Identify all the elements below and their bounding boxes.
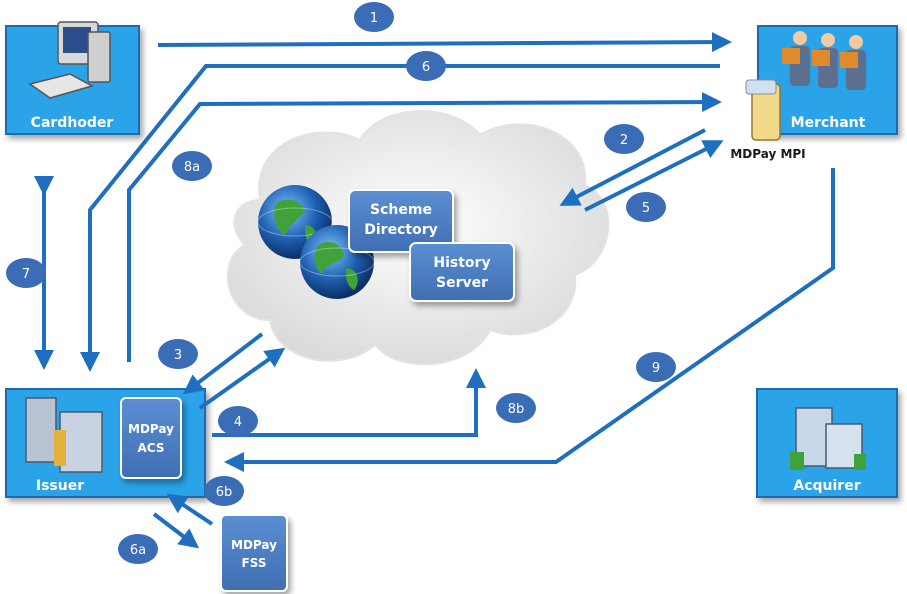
mdpay-fss-label-1: MDPay bbox=[231, 538, 277, 552]
step-label: 8a bbox=[184, 160, 200, 175]
arrow-step-3-return bbox=[198, 347, 286, 410]
step-badge: 8a bbox=[172, 151, 212, 181]
mdpay-fss-label-2: FSS bbox=[242, 556, 267, 570]
step-badges: 1 6 2 5 8a 7 3 4 8b 9 6b 6a bbox=[6, 2, 676, 564]
step-badge: 4 bbox=[218, 406, 258, 436]
arrow-step-8a bbox=[127, 92, 722, 362]
issuer-label: Issuer bbox=[36, 478, 84, 494]
step-badge: 7 bbox=[6, 258, 46, 288]
step-label: 3 bbox=[174, 348, 182, 363]
step-label: 8b bbox=[508, 402, 525, 417]
arrow-step-5 bbox=[584, 140, 724, 212]
mdpay-acs-label-2: ACS bbox=[138, 441, 165, 455]
step-label: 6a bbox=[130, 543, 146, 558]
step-badge: 2 bbox=[604, 124, 644, 154]
computer-icon bbox=[28, 21, 111, 99]
acquirer-label: Acquirer bbox=[793, 478, 860, 494]
step-label: 9 bbox=[652, 361, 660, 376]
step-label: 4 bbox=[234, 415, 242, 430]
mdpay-acs-label-1: MDPay bbox=[128, 422, 174, 436]
step-badge: 8b bbox=[496, 393, 536, 423]
mdpay-fss-box bbox=[220, 514, 288, 592]
history-server-label-1: History bbox=[433, 255, 490, 271]
history-server-label-2: Server bbox=[436, 275, 488, 291]
merchant-label: Merchant bbox=[791, 115, 866, 131]
history-server-box bbox=[409, 242, 515, 302]
step-badge: 6a bbox=[118, 534, 158, 564]
step-badge: 6 bbox=[406, 51, 446, 81]
arrow-step-2 bbox=[559, 128, 706, 206]
step-label: 1 bbox=[370, 11, 378, 26]
arrow-step-6a bbox=[152, 512, 200, 549]
step-label: 7 bbox=[22, 267, 30, 282]
arrow-step-4-8b bbox=[212, 368, 486, 437]
arrow-step-3 bbox=[182, 332, 264, 395]
bank-building-icon bbox=[25, 397, 103, 473]
arrow-step-9 bbox=[224, 168, 835, 472]
mpi-label: MDPay MPI bbox=[730, 147, 805, 161]
step-badge: 6b bbox=[204, 476, 244, 506]
step-badge: 1 bbox=[354, 2, 394, 32]
arrow-step-1 bbox=[157, 32, 732, 53]
scheme-directory-box bbox=[348, 189, 454, 253]
people-icon bbox=[782, 31, 866, 90]
scheme-directory-label-2: Directory bbox=[364, 222, 437, 238]
step-badge: 3 bbox=[158, 339, 198, 369]
step-label: 6 bbox=[422, 60, 430, 75]
arrow-step-6 bbox=[80, 64, 720, 372]
office-building-icon bbox=[790, 407, 866, 470]
step-label: 5 bbox=[642, 201, 650, 216]
arrow-step-6b bbox=[166, 493, 214, 526]
scheme-directory-label-1: Scheme bbox=[370, 202, 432, 218]
cardholder-label: Cardhoder bbox=[31, 115, 114, 131]
step-label: 2 bbox=[620, 133, 628, 148]
mdpay-acs-box bbox=[120, 397, 182, 479]
step-badge: 5 bbox=[626, 192, 666, 222]
server-icon bbox=[745, 79, 781, 141]
flow-arrows bbox=[34, 32, 835, 549]
step-badge: 9 bbox=[636, 352, 676, 382]
step-label: 6b bbox=[216, 485, 233, 500]
